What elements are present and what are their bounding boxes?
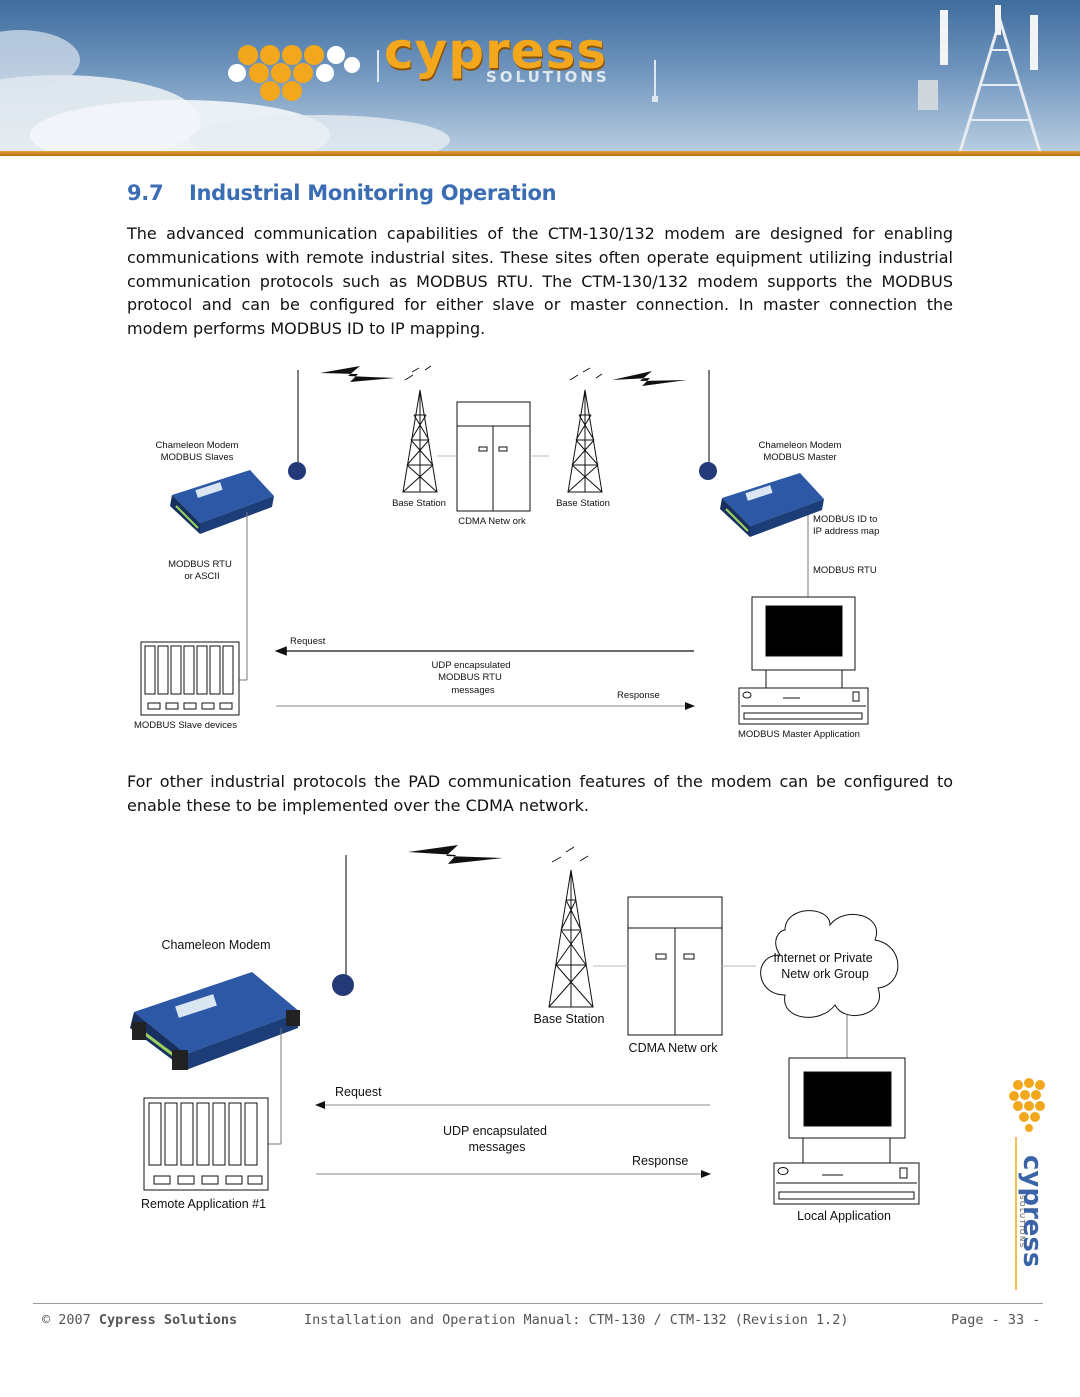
- internet-cloud-icon: [760, 910, 899, 1018]
- base-station-tower-icon: [567, 367, 603, 493]
- cdma-network-label: CDMA Netw ork: [629, 1041, 719, 1055]
- banner-background: [0, 5, 1042, 152]
- side-logo-subtitle: SOLUTIONS: [1018, 1195, 1026, 1249]
- side-brand-logo-icon: cypress SOLUTIONS: [1009, 1078, 1047, 1290]
- base-station-label: Base Station: [534, 1012, 605, 1026]
- request-label: Request: [290, 636, 326, 647]
- modem-label: Chameleon Modem: [161, 938, 270, 952]
- modbus-diagram: Chameleon Modem MODBUS Slaves Chameleon …: [134, 365, 879, 740]
- slave-devices-label: MODBUS Slave devices: [134, 720, 237, 731]
- right-protocol-label: MODBUS RTU: [813, 565, 877, 576]
- pad-diagram: Chameleon Modem Base Station CDMA Netw o…: [130, 845, 920, 1223]
- section-title: Industrial Monitoring Operation: [189, 181, 557, 205]
- footer-page-number: Page - 33 -: [951, 1312, 1041, 1328]
- cloud-sublabel: Netw ork Group: [781, 967, 869, 981]
- udp-label: UDP encapsulated: [443, 1124, 547, 1138]
- footer-manual-title: Installation and Operation Manual: CTM-1…: [304, 1312, 849, 1328]
- pad-paragraph: For other industrial protocols the PAD c…: [127, 772, 953, 815]
- header-banner: cypress SOLUTIONS: [0, 0, 1080, 152]
- udp-label: UDP encapsulated: [431, 660, 510, 671]
- intro-paragraph: The advanced communication capabilities …: [127, 224, 953, 339]
- base-station-label: Base Station: [556, 498, 610, 509]
- cell-tower-icon: [918, 5, 1042, 152]
- left-modem-sublabel: MODBUS Slaves: [161, 452, 234, 463]
- footer-company: Cypress Solutions: [98, 1312, 238, 1328]
- section-heading: 9.7 Industrial Monitoring Operation: [127, 181, 557, 205]
- left-protocol-label: MODBUS RTU: [168, 559, 232, 570]
- request-label: Request: [335, 1085, 382, 1099]
- master-app-label: MODBUS Master Application: [738, 729, 860, 740]
- brand-logo-text: cypress: [384, 22, 608, 80]
- honeycomb-logo-icon: [228, 45, 360, 101]
- local-computer-icon: [773, 1057, 920, 1205]
- id-map-sublabel: IP address map: [813, 526, 879, 537]
- chameleon-modem-master-icon: [720, 473, 824, 537]
- banner-divider: [0, 151, 1080, 156]
- cdma-network-cabinet: [456, 401, 531, 512]
- footer-divider: [33, 1303, 1043, 1304]
- modbus-slave-devices-icon: [140, 641, 240, 716]
- side-logo-word: cypress: [1017, 1155, 1047, 1267]
- chameleon-modem-icon: [130, 972, 300, 1070]
- base-station-label: Base Station: [392, 498, 446, 509]
- wireless-signal-icon: [408, 845, 503, 864]
- remote-application-icon: [143, 1097, 269, 1191]
- cdma-network-label: CDMA Netw ork: [458, 516, 526, 527]
- local-app-label: Local Application: [797, 1209, 891, 1223]
- udp-sublabel: MODBUS RTU: [438, 672, 502, 683]
- wireless-signal-icon: [320, 366, 395, 382]
- response-label: Response: [632, 1154, 688, 1168]
- chameleon-modem-slave-icon: [170, 470, 274, 534]
- cdma-network-cabinet: [627, 896, 723, 1036]
- udp-sublabel-2: messages: [451, 685, 495, 696]
- right-modem-sublabel: MODBUS Master: [763, 452, 836, 463]
- section-number: 9.7: [127, 181, 164, 205]
- brand-logo-subtitle: SOLUTIONS: [486, 68, 610, 86]
- antenna-icon: [699, 370, 717, 480]
- antenna-icon: [288, 370, 306, 480]
- left-modem-label: Chameleon Modem: [156, 440, 239, 451]
- footer-copyright-text: © 2007: [42, 1312, 99, 1328]
- udp-sublabel: messages: [469, 1140, 526, 1154]
- response-label: Response: [617, 690, 660, 701]
- id-map-label: MODBUS ID to: [813, 514, 877, 525]
- footer-copyright: © 2007 Cypress Solutions: [42, 1312, 237, 1328]
- base-station-tower-icon: [402, 365, 438, 493]
- cloud-label: Internet or Private: [773, 951, 872, 965]
- master-computer-icon: [738, 596, 869, 725]
- antenna-icon: [332, 855, 354, 996]
- right-modem-label: Chameleon Modem: [759, 440, 842, 451]
- base-station-tower-icon: [548, 846, 594, 1008]
- left-protocol-sublabel: or ASCII: [184, 571, 219, 582]
- wireless-signal-icon: [612, 371, 687, 386]
- remote-app-label: Remote Application #1: [141, 1197, 266, 1211]
